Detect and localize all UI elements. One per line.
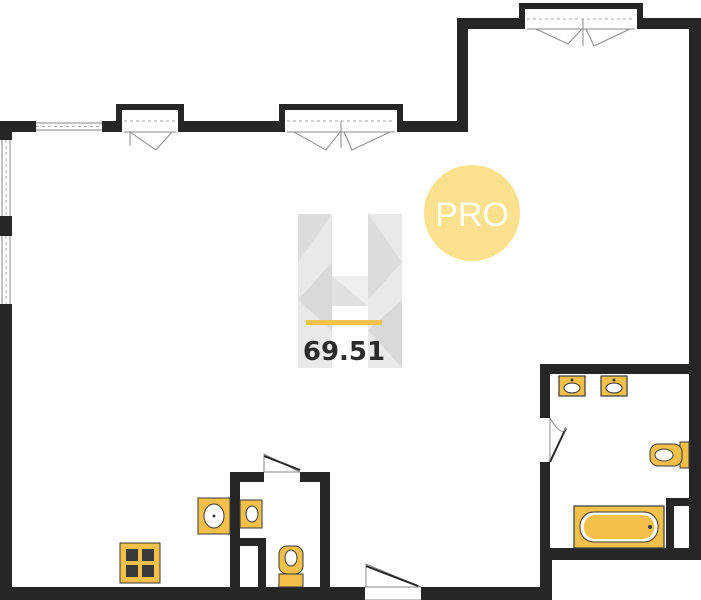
area-underline: [306, 320, 382, 325]
wc-walls: [230, 472, 330, 600]
pro-badge-label: PRO: [435, 196, 509, 234]
window-left: [0, 140, 12, 304]
watermark-logo: [298, 214, 402, 368]
bay-window-top: [519, 3, 643, 47]
toilet-wc: [278, 545, 304, 588]
door-wc: [263, 453, 301, 473]
bay-window-1: [116, 104, 184, 151]
bathtub: [573, 505, 665, 549]
window-top-left: [36, 121, 102, 132]
sink-wc: [239, 499, 263, 529]
toilet-right: [649, 441, 690, 469]
pro-badge: PRO: [424, 165, 520, 261]
kitchen-sink: [197, 497, 231, 535]
bay-window-2: [279, 104, 403, 151]
sink-2: [600, 375, 628, 397]
sink-1: [558, 375, 586, 397]
bathroom-right-walls: [540, 364, 701, 560]
area-label: 69.51: [303, 337, 385, 367]
entrance-door: [365, 563, 422, 600]
stove: [119, 542, 161, 584]
door-bathroom-right: [549, 417, 567, 463]
